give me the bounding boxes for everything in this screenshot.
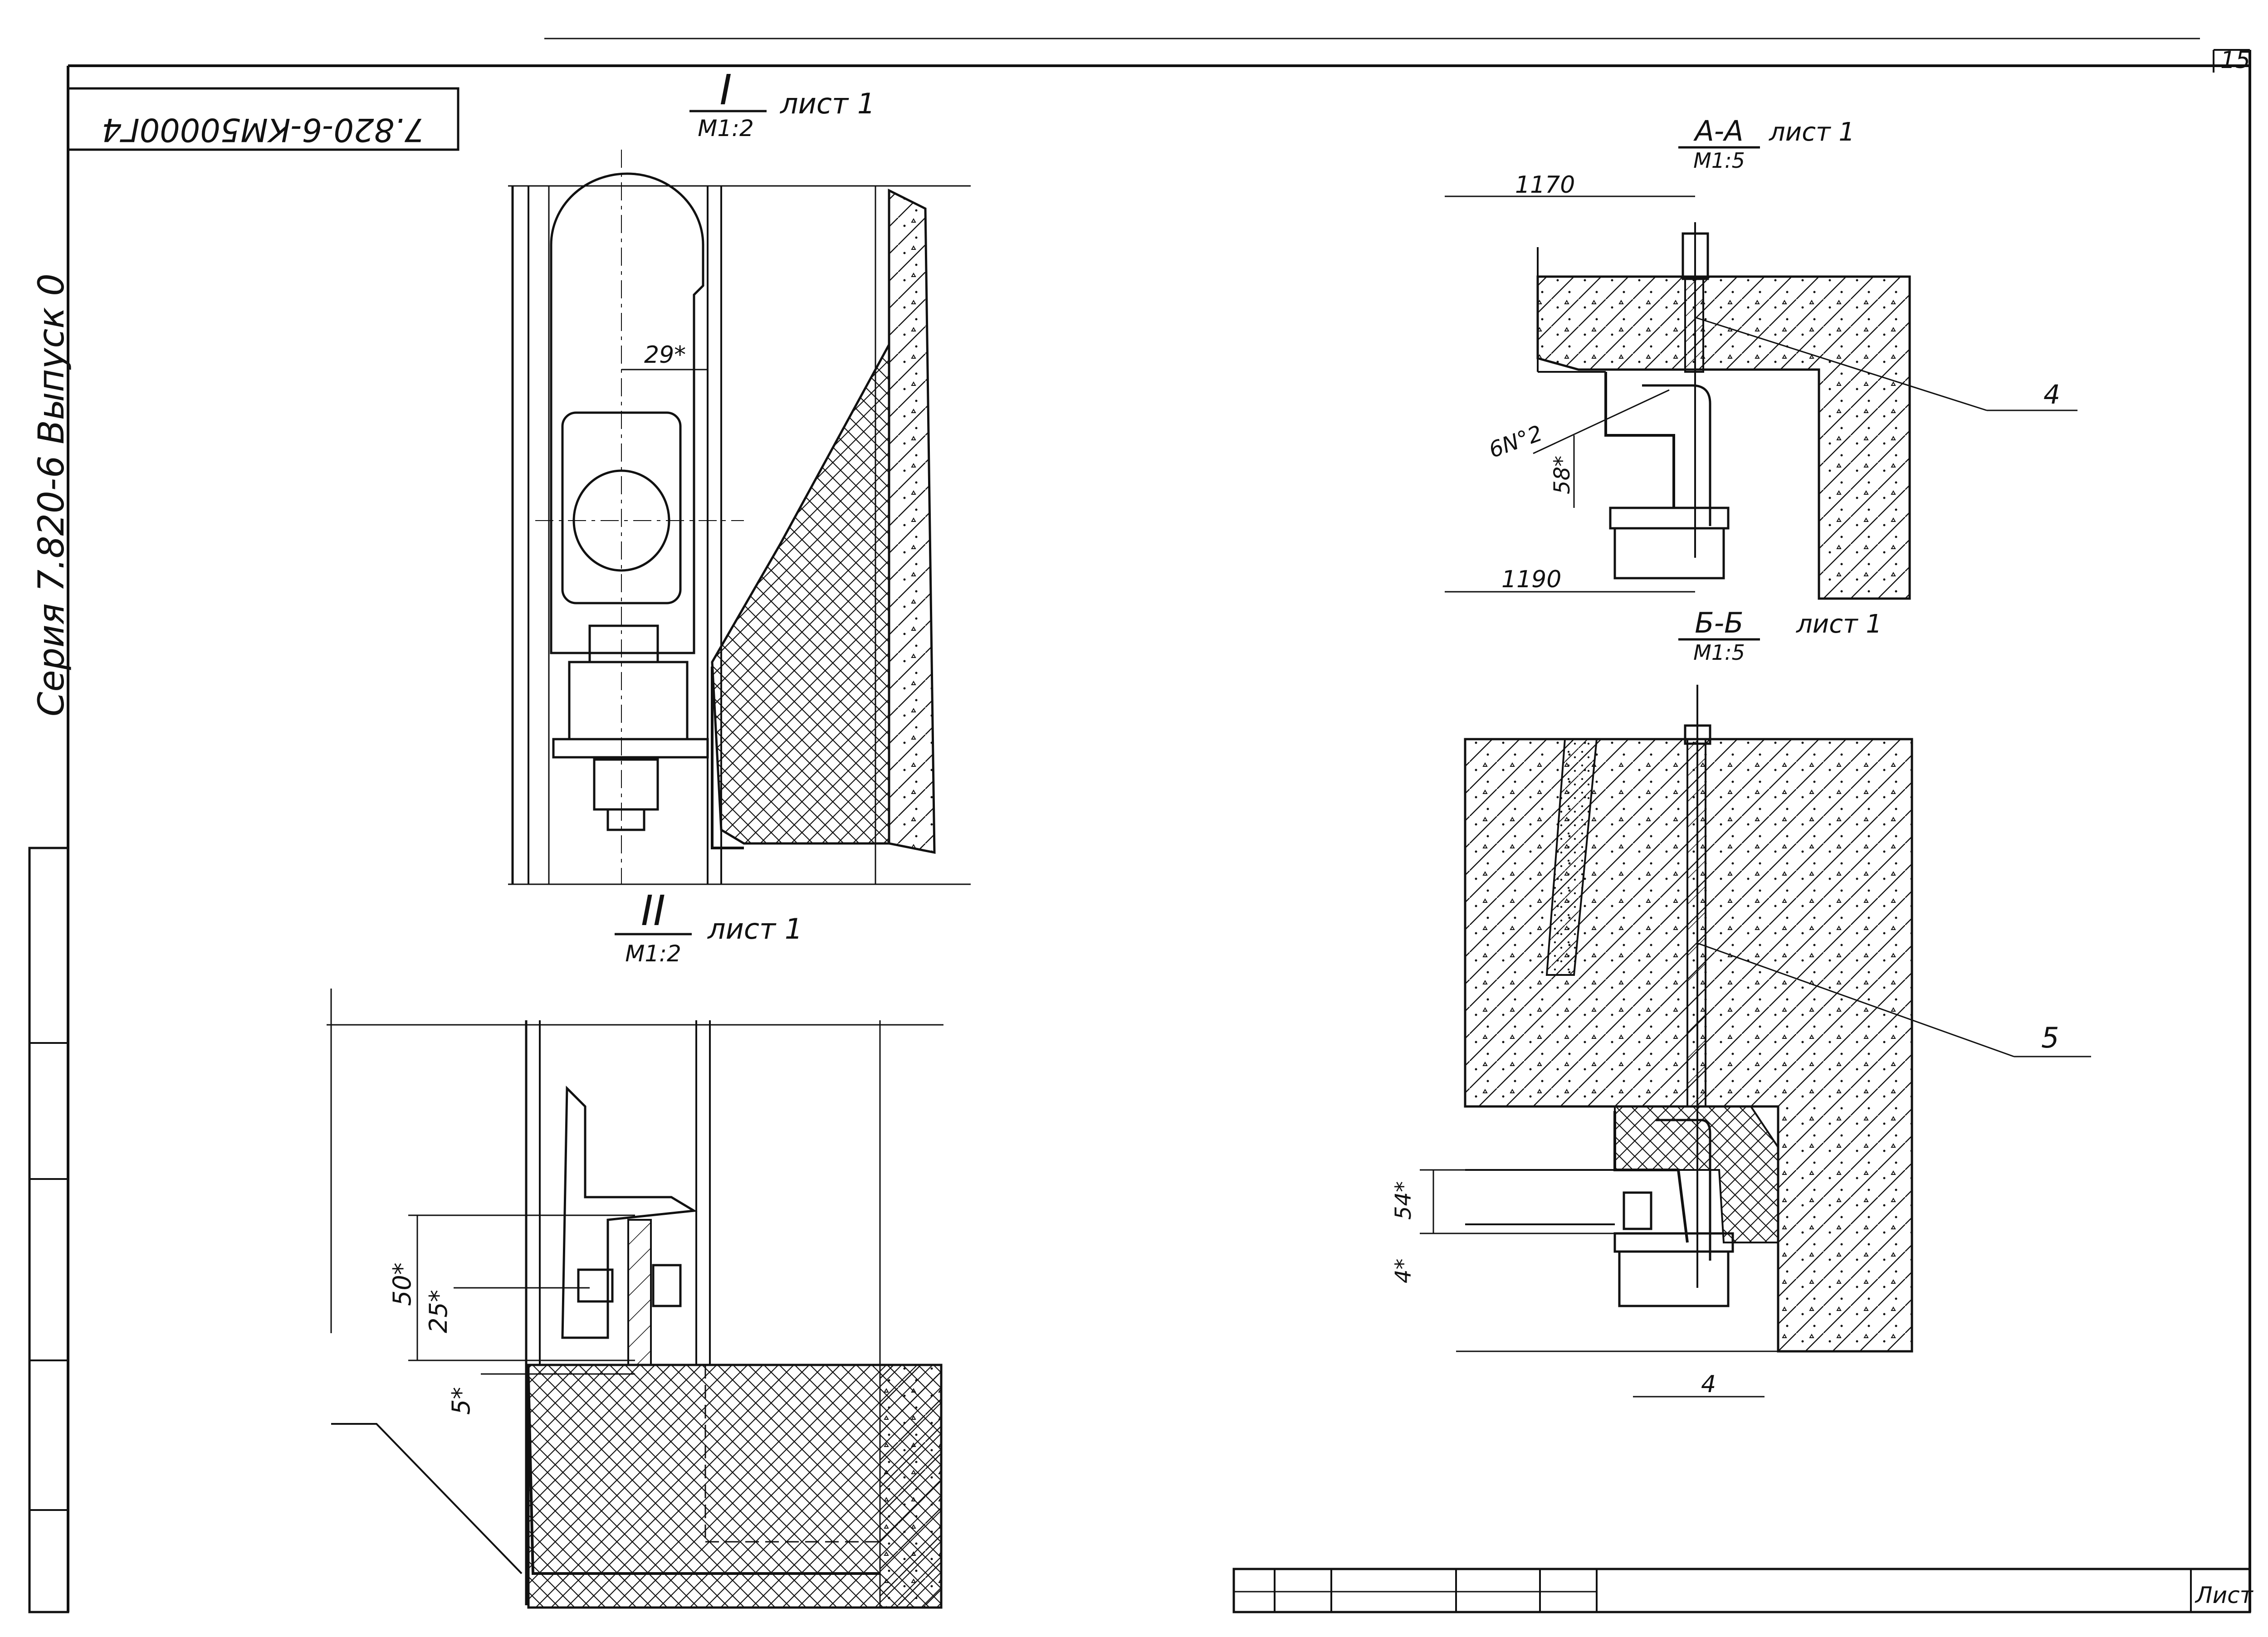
section-aa-scale: М1:5: [1693, 148, 1745, 173]
section-aa-callout-4: 4: [2043, 379, 2060, 410]
page-number: 15: [2220, 47, 2250, 74]
section-bb-callout-5: 5: [2041, 1021, 2059, 1054]
detail-1-dim-29: 29*: [644, 341, 686, 369]
series-label: Серия 7.820-6 Выпуск 0: [31, 273, 72, 716]
section-bb-dim-4: 4: [1701, 1371, 1716, 1398]
detail-1-mark: I: [719, 66, 732, 114]
section-bb-mark: Б-Б: [1695, 606, 1743, 639]
section-aa-dim-58: 58*: [1549, 456, 1575, 494]
detail-1-ref: лист 1: [780, 87, 875, 120]
section-bb-dim-4star: 4*: [1391, 1258, 1416, 1283]
title-block: Лист: [1232, 1568, 2254, 1613]
section-aa-mark: А-А: [1693, 114, 1743, 147]
detail-1-scale: М1:2: [698, 115, 754, 141]
left-title-strip: [28, 847, 69, 1613]
detail-2-dim-50: 50*: [388, 1262, 416, 1306]
section-aa: А-А М1:5 лист 1 1170 1190 58* 4 6N°2: [1445, 114, 2077, 600]
section-aa-ref: лист 1: [1769, 117, 1855, 147]
detail-2-mark: II: [641, 887, 665, 935]
detail-1: I М1:2 лист 1 29*: [508, 66, 971, 885]
rotated-code: 7.820-6-КМ50000Г4: [102, 111, 425, 148]
code-box: 7.820-6-КМ50000Г4: [67, 87, 459, 151]
section-bb: Б-Б М1:5 лист 1 54* 4* 4 5: [1391, 606, 2091, 1398]
detail-2-scale: М1:2: [625, 940, 681, 967]
detail-2: II М1:2 лист 1 50* 25* 5*: [327, 887, 943, 1609]
detail-2-ref: лист 1: [707, 912, 802, 945]
section-bb-ref: лист 1: [1796, 609, 1882, 639]
sheet-frame: [67, 38, 2251, 1612]
section-aa-dim-1190: 1190: [1501, 566, 1561, 593]
detail-2-dim-25: 25*: [424, 1290, 453, 1333]
section-aa-dim-1170: 1170: [1515, 171, 1575, 199]
section-bb-dim-54: 54*: [1391, 1181, 1416, 1220]
section-aa-callout-6n2: 6N°2: [1486, 420, 1546, 463]
detail-2-dim-5: 5*: [447, 1387, 475, 1415]
section-bb-scale: М1:5: [1693, 640, 1745, 665]
footer-sheet-label: Лист: [2195, 1582, 2254, 1608]
